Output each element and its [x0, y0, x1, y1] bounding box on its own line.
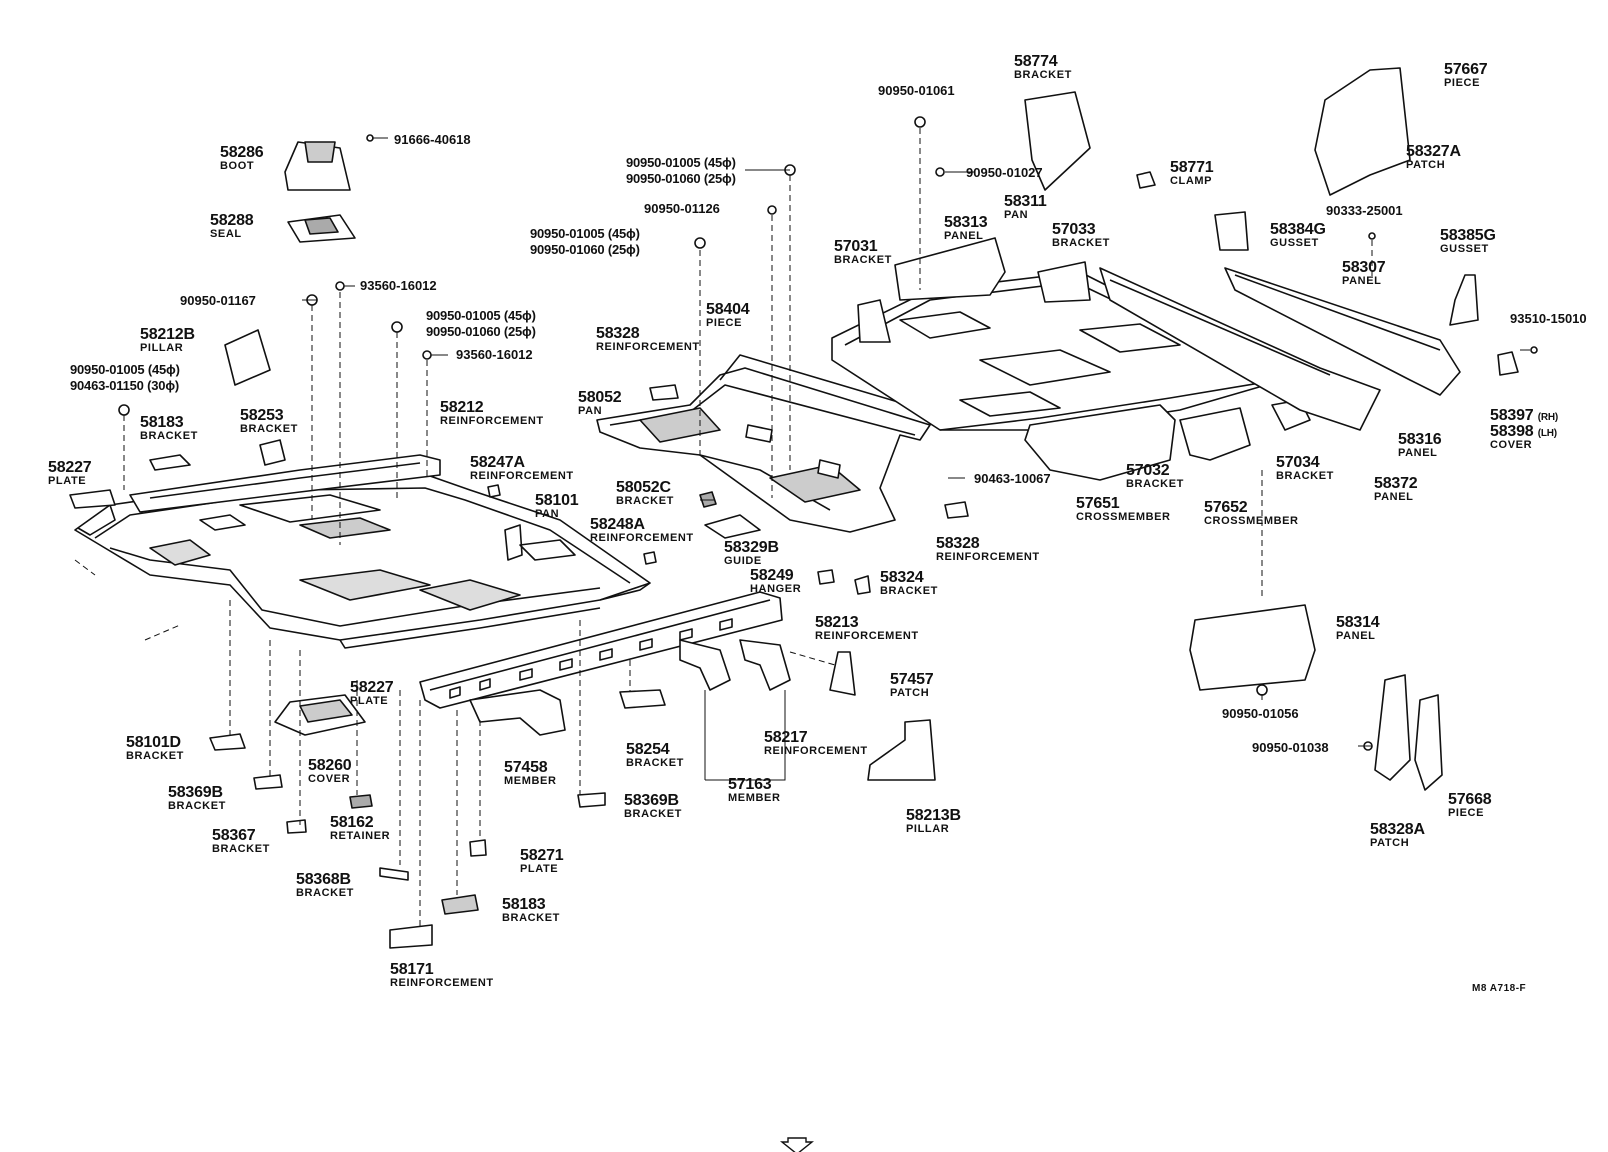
- crossmember-58213: [419, 591, 783, 709]
- next-page-arrow-icon[interactable]: [780, 1137, 814, 1152]
- callout-fastener-pair-left: 90950-01005 (45ϕ)90463-01150 (30ϕ): [70, 362, 180, 394]
- callout-fastener-pair-mid: 90950-01005 (45ϕ)90950-01060 (25ϕ): [426, 308, 536, 340]
- callout-fastener-pair-top: 90950-01005 (45ϕ)90950-01060 (25ϕ): [626, 155, 736, 187]
- callout-93560-16012-a: 93560-16012: [360, 278, 437, 293]
- callout-fastener-pair-top2: 90950-01005 (45ϕ)90950-01060 (25ϕ): [530, 226, 640, 258]
- callout-90950-01126: 90950-01126: [644, 201, 720, 216]
- callout-93510-15010: 93510-15010: [1510, 311, 1587, 326]
- callout-58397-58398: 58397 (RH) 58398 (LH) COVER: [1490, 407, 1559, 451]
- callout-90333-25001: 90333-25001: [1326, 203, 1403, 218]
- callout-90950-01061: 90950-01061: [878, 83, 955, 98]
- callout-91666-40618: 91666-40618: [394, 132, 471, 147]
- callout-90463-10067: 90463-10067: [974, 471, 1051, 486]
- figure-code: M8 A718-F: [1472, 983, 1527, 994]
- front-floor-pan: [74, 475, 651, 649]
- callout-90950-01038: 90950-01038: [1252, 740, 1329, 755]
- callout-90950-01056: 90950-01056: [1222, 706, 1299, 721]
- callout-90950-01167: 90950-01167: [180, 293, 256, 308]
- callout-93560-16012-b: 93560-16012: [456, 347, 533, 362]
- callout-90950-01027: 90950-01027: [966, 165, 1043, 180]
